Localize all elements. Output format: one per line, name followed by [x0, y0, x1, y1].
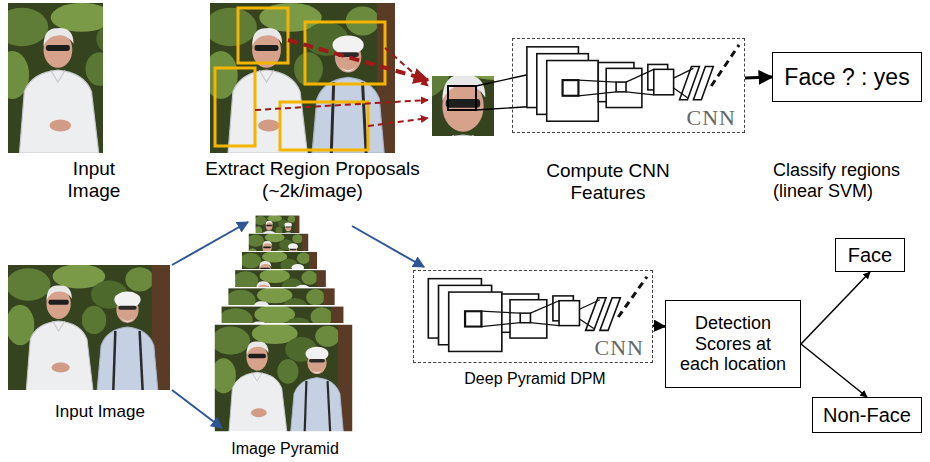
- image-pyramid: [211, 215, 354, 433]
- illustration-rect: [606, 68, 642, 107]
- illustration-line: [172, 390, 222, 428]
- illustration-line: [626, 92, 654, 95]
- step-caption: Extract Region Proposals (~2k/image): [200, 158, 425, 202]
- illustration-rect: [547, 61, 599, 122]
- illustration-polygon: [600, 298, 620, 331]
- illustration-line: [481, 323, 520, 327]
- illustration-rect: [559, 301, 579, 326]
- illustration-rect: [563, 80, 579, 96]
- illustration-line: [530, 323, 559, 326]
- class-box: Face: [835, 238, 905, 272]
- illustration-line: [368, 118, 428, 126]
- illustration-line: [578, 92, 616, 96]
- illustration-line: [579, 300, 599, 310]
- proposal-arrows: [255, 40, 428, 126]
- connector-arrow: [745, 76, 772, 80]
- connector-arrow: [801, 344, 867, 397]
- illustration-line: [481, 311, 520, 313]
- illustration-rect: [465, 311, 481, 326]
- illustration-rect: [520, 313, 530, 323]
- class-box: Non-Face: [812, 397, 922, 433]
- illustration-use: [6, 264, 170, 391]
- box-text: Face ? : yes: [784, 64, 909, 90]
- box-text: Face: [848, 244, 892, 267]
- illustration-rect: [238, 8, 288, 63]
- illustration-line: [288, 40, 428, 80]
- illustration-rect: [616, 82, 626, 92]
- illustration-line: [352, 226, 424, 267]
- cnn-box: CNN: [512, 38, 745, 133]
- illustration-line: [674, 88, 688, 98]
- illustration-use: [0, 3, 190, 153]
- illustration-line: [711, 45, 739, 86]
- illustration-svg: [211, 323, 354, 433]
- illustration-use: [204, 3, 398, 153]
- process-box: Detection Scores at each location: [665, 300, 801, 388]
- box-text: Non-Face: [823, 404, 911, 427]
- receptive-field: [448, 86, 476, 110]
- step-caption: Image Pyramid: [205, 440, 365, 458]
- illustration-rect: [215, 68, 255, 146]
- illustration-line: [674, 68, 694, 78]
- step-caption: Compute CNN Features: [528, 160, 688, 204]
- illustration-rect: [510, 300, 547, 338]
- illustration-g: [578, 68, 693, 97]
- illustration-rect: [305, 22, 385, 84]
- illustration-line: [385, 48, 428, 86]
- illustration-line: [626, 69, 654, 82]
- photo-caption: Input Image: [55, 158, 133, 202]
- illustration-g: [527, 47, 713, 121]
- illustration-rect: [280, 102, 368, 150]
- illustration-rect: [449, 292, 502, 351]
- connector-arrow: [801, 272, 870, 344]
- illustration-g: [428, 279, 620, 352]
- input-photo: [6, 264, 170, 391]
- box-text: Detection Scores at each location: [674, 313, 792, 375]
- input-photo: [0, 3, 190, 153]
- illustration-line: [578, 80, 616, 82]
- illustration-line: [172, 222, 248, 265]
- pyramid-arrows: [172, 222, 424, 428]
- cnn-label: CNN: [687, 106, 736, 130]
- photo-caption: Input Image: [20, 402, 180, 422]
- illustration-line: [530, 301, 559, 313]
- illustration-rect: [213, 323, 354, 433]
- illustration-use: [211, 323, 354, 433]
- illustration-rect: [654, 69, 674, 94]
- proposal-photo: [204, 3, 398, 153]
- region-proposals: [215, 8, 385, 150]
- cnn-label: CNN: [595, 336, 644, 360]
- step-caption: Classify regions (linear SVM): [773, 160, 923, 201]
- step-caption: Deep Pyramid DPM: [440, 370, 630, 388]
- illustration-g: [481, 300, 599, 329]
- connector-arrow: [653, 325, 665, 328]
- illustration-line: [255, 100, 428, 110]
- result-box: Face ? : yes: [772, 52, 922, 102]
- cnn-box: CNN: [413, 270, 653, 363]
- illustration-polygon: [693, 66, 713, 99]
- illustration-line: [618, 277, 647, 317]
- illustration-line: [579, 319, 593, 329]
